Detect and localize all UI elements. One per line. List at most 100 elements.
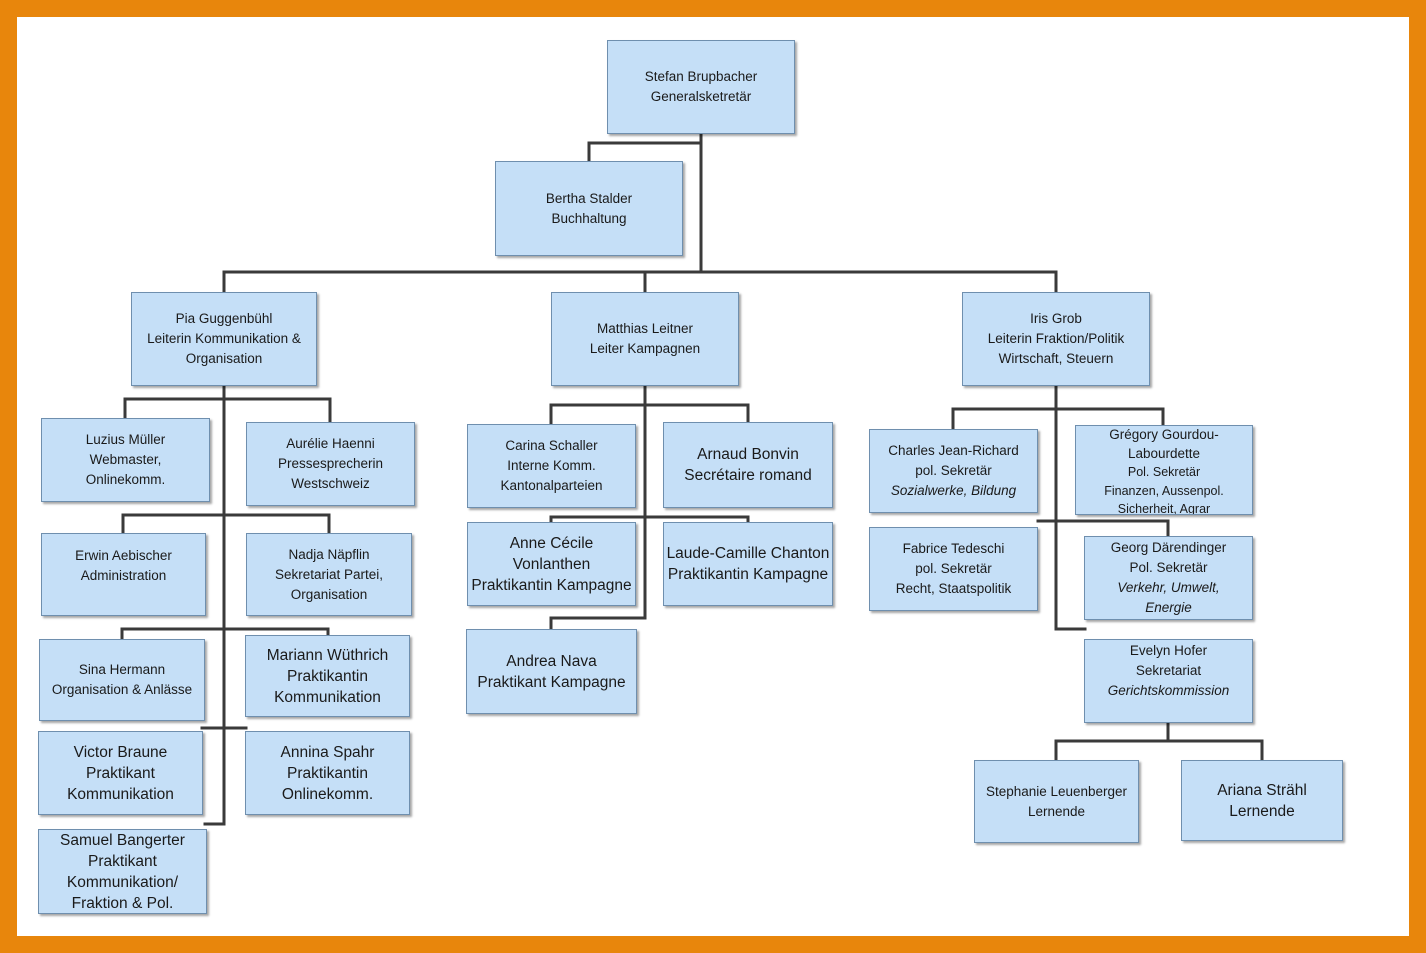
- node-hermann: Sina Hermann Organisation & Anlässe: [39, 639, 205, 721]
- node-role: Onlinekomm.: [281, 785, 374, 803]
- node-role: Organisation & Anlässe: [51, 682, 193, 697]
- connector-stalder: [587, 141, 703, 162]
- node-haenni: Aurélie Haenni Pressesprecherin Westschw…: [246, 422, 415, 506]
- node-gourdou: Grégory Gourdou- Labourdette Pol. Sekret…: [1075, 425, 1253, 515]
- node-chanton: Laude-Camille Chanton Praktikantin Kampa…: [663, 522, 833, 606]
- node-role: Praktikantin: [287, 667, 368, 685]
- connector-middle-trunk: [549, 384, 647, 631]
- node-role: Kantonalparteien: [500, 478, 603, 493]
- node-role: Onlinekomm.: [85, 472, 166, 487]
- node-name: Nadja Näpflin: [288, 546, 370, 562]
- node-role: Pressesprecherin: [277, 456, 384, 471]
- node-portfolio: Sozialwerke, Bildung: [890, 483, 1017, 498]
- node-name: Fabrice Tedeschi: [902, 541, 1005, 556]
- node-role: Sekretariat: [1135, 663, 1202, 678]
- node-name: Bertha Stalder: [545, 190, 633, 206]
- node-grob: Iris Grob Leiterin Fraktion/Politik Wirt…: [962, 292, 1150, 386]
- node-role: Kommunikation: [274, 688, 381, 706]
- node-name: Victor Braune: [73, 743, 168, 761]
- node-role: Kommunikation: [67, 785, 174, 803]
- connector-right-trunk: [1054, 384, 1087, 631]
- node-role: Praktikant: [86, 764, 155, 782]
- node-name: Georg Därendinger: [1110, 540, 1227, 555]
- node-name: Pia Guggenbühl: [175, 311, 273, 326]
- node-role: Praktikant Kampagne: [477, 673, 626, 691]
- node-role: Praktikantin Kampagne: [667, 566, 829, 583]
- node-vonlanthen: Anne Cécile Vonlanthen Praktikantin Kamp…: [467, 522, 636, 606]
- node-role: Interne Komm.: [507, 458, 596, 473]
- node-name: Arnaud Bonvin: [697, 446, 799, 463]
- node-daerendinger: Georg Därendinger Pol. Sekretär Verkehr,…: [1084, 536, 1253, 620]
- node-portfolio: Recht, Staatspolitik: [895, 581, 1012, 596]
- node-role: Buchhaltung: [551, 210, 627, 226]
- node-role: Leiter Kampagnen: [589, 341, 701, 356]
- node-name: Matthias Leitner: [596, 321, 694, 336]
- node-role: pol. Sekretär: [915, 561, 992, 576]
- node-name: Aurélie Haenni: [286, 436, 375, 451]
- node-name: Erwin Aebischer: [75, 548, 172, 563]
- connector-right-row2: [1036, 519, 1170, 538]
- node-straehl: Ariana Strähl Lernende: [1181, 760, 1343, 841]
- node-role: Westschweiz: [291, 476, 370, 491]
- node-role: Generalsketretär: [650, 89, 752, 104]
- connector-left-row3: [120, 627, 330, 641]
- node-role: Praktikant: [88, 853, 157, 870]
- node-role: Praktikantin Kampagne: [471, 576, 632, 594]
- node-role: Wirtschaft, Steuern: [998, 351, 1114, 366]
- node-schaller: Carina Schaller Interne Komm. Kantonalpa…: [467, 424, 636, 508]
- node-role: pol. Sekretär: [915, 463, 992, 478]
- node-name: Andrea Nava: [506, 652, 597, 670]
- node-role: Administration: [80, 568, 167, 583]
- node-aebischer: Erwin Aebischer Administration: [41, 533, 206, 616]
- node-name: Stefan Brupbacher: [644, 69, 758, 84]
- node-name: Vonlanthen: [512, 555, 591, 573]
- node-naepflin: Nadja Näpflin Sekretariat Partei, Organi…: [246, 533, 412, 616]
- node-role: Webmaster,: [89, 452, 162, 467]
- node-role: Praktikantin: [287, 764, 368, 782]
- node-name: Sina Hermann: [78, 662, 166, 677]
- node-leitner: Matthias Leitner Leiter Kampagnen: [551, 292, 739, 386]
- node-name: Mariann Wüthrich: [266, 646, 389, 664]
- node-role: Organisation: [185, 351, 263, 366]
- node-name: Stephanie Leuenberger: [985, 783, 1128, 799]
- node-brupbacher: Stefan Brupbacher Generalsketretär: [607, 40, 795, 134]
- node-name: Grégory Gourdou-: [1109, 427, 1219, 442]
- node-role: Pol. Sekretär: [1127, 465, 1201, 479]
- node-bonvin: Arnaud Bonvin Secrétaire romand: [663, 422, 833, 508]
- connector-right-row1: [951, 407, 1165, 431]
- node-name: Charles Jean-Richard: [888, 443, 1019, 458]
- node-name: Evelyn Hofer: [1129, 643, 1208, 658]
- node-role: Leiterin Fraktion/Politik: [987, 331, 1125, 346]
- node-name: Labourdette: [1127, 445, 1201, 461]
- node-mueller: Luzius Müller Webmaster, Onlinekomm.: [41, 418, 210, 502]
- node-role: Leiterin Kommunikation &: [147, 331, 301, 346]
- node-name: Annina Spahr: [280, 743, 375, 761]
- node-role: Organisation: [290, 586, 368, 602]
- node-name: Anne Cécile: [509, 534, 594, 552]
- connector-left-trunk: [203, 384, 226, 826]
- connector-middle-row2: [549, 515, 750, 524]
- node-role: Pol. Sekretär: [1129, 560, 1208, 575]
- node-leuenberger: Stephanie Leuenberger Lernende: [974, 760, 1139, 843]
- node-name: Samuel Bangerter: [60, 832, 185, 849]
- node-role: Kommunikation/: [66, 874, 179, 891]
- node-tedeschi: Fabrice Tedeschi pol. Sekretär Recht, St…: [869, 527, 1038, 611]
- node-role: Lernende: [1229, 802, 1295, 820]
- node-spahr: Annina Spahr Praktikantin Onlinekomm.: [245, 731, 410, 815]
- node-braune: Victor Braune Praktikant Kommunikation: [38, 731, 203, 815]
- node-role: Lernende: [1027, 803, 1086, 819]
- node-portfolio: Verkehr, Umwelt,: [1117, 580, 1220, 595]
- node-stalder: Bertha Stalder Buchhaltung: [495, 161, 683, 256]
- node-wuethrich: Mariann Wüthrich Praktikantin Kommunikat…: [245, 635, 410, 717]
- node-portfolio: Energie: [1145, 600, 1192, 615]
- node-name: Luzius Müller: [85, 432, 166, 447]
- node-name: Carina Schaller: [505, 438, 598, 453]
- connector-left-row1: [123, 397, 332, 424]
- node-role: Secrétaire romand: [684, 467, 812, 484]
- node-role: Sekretariat Partei,: [274, 566, 384, 582]
- node-name: Ariana Strähl: [1217, 781, 1307, 799]
- node-bangerter: Samuel Bangerter Praktikant Kommunikatio…: [38, 829, 207, 914]
- node-name: Laude-Camille Chanton: [666, 545, 830, 562]
- node-jeanrichard: Charles Jean-Richard pol. Sekretär Sozia…: [869, 429, 1038, 513]
